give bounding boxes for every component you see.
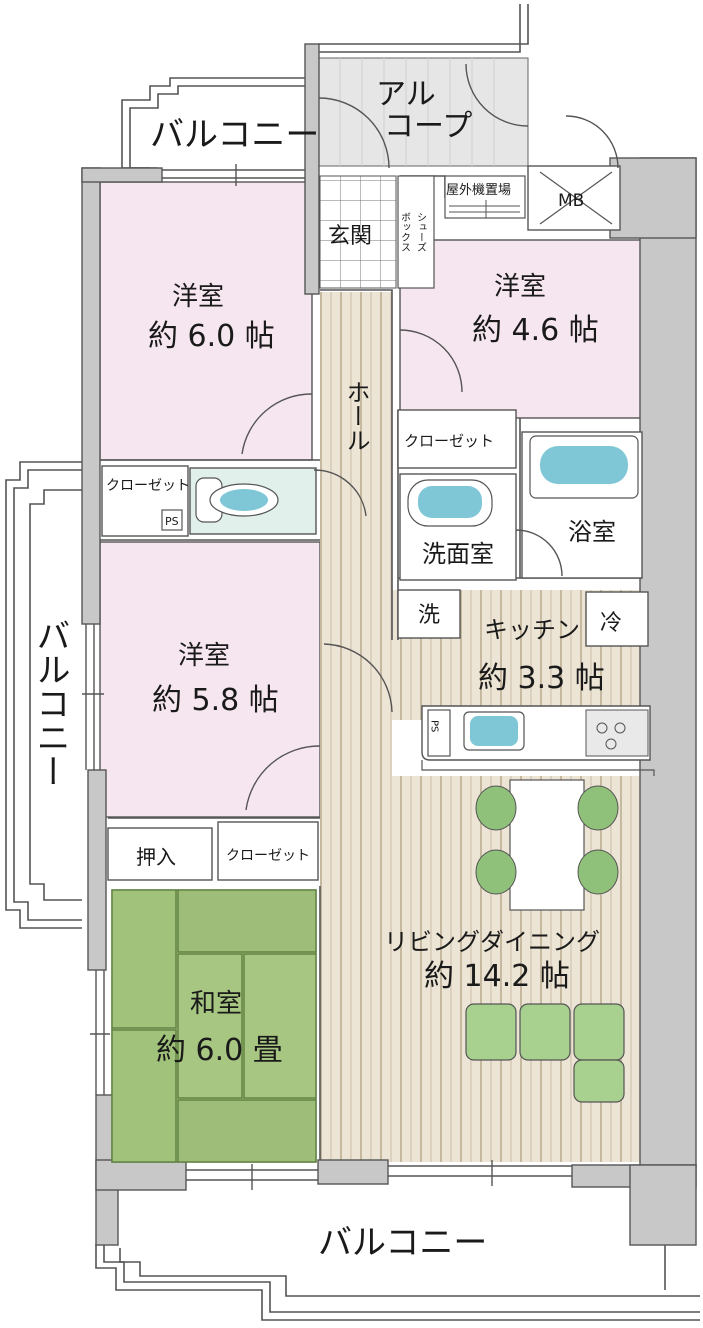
oshiire-box bbox=[107, 827, 213, 881]
sofa bbox=[465, 1003, 625, 1103]
toilet bbox=[189, 467, 317, 535]
hall-floor bbox=[320, 292, 392, 1162]
shoe-box-label-2: シューズ bbox=[415, 212, 427, 252]
bath-label: 浴室 bbox=[568, 518, 616, 546]
balcony-left-outline bbox=[5, 461, 82, 929]
closet-room3-label: クローゼット bbox=[226, 848, 310, 864]
genkan-label: 玄関 bbox=[328, 224, 372, 249]
window-lines bbox=[82, 164, 572, 1190]
closet-room3 bbox=[217, 821, 319, 881]
genkan-floor bbox=[319, 175, 397, 289]
ps-room1 bbox=[161, 509, 183, 531]
balcony-left-label: バルコニー bbox=[30, 618, 70, 788]
closet-room2-label: クローゼット bbox=[404, 432, 494, 450]
room3-name: 洋室 bbox=[178, 641, 230, 671]
alcove-floor bbox=[317, 57, 529, 167]
alcove-label-2: コープ bbox=[384, 109, 472, 144]
room1-size: 約 6.0 帖 bbox=[148, 319, 275, 354]
room2-size: 約 4.6 帖 bbox=[472, 313, 599, 348]
hall-label: ホール bbox=[342, 380, 370, 452]
dining-set bbox=[475, 779, 619, 911]
kitchen-name: キッチン bbox=[484, 616, 580, 644]
washer-label: 洗 bbox=[418, 603, 440, 628]
mb-label: MB bbox=[558, 191, 584, 211]
balcony-bottom-outline bbox=[95, 1244, 700, 1321]
living-size: 約 14.2 帖 bbox=[424, 959, 570, 994]
washroom bbox=[397, 473, 517, 639]
mb-box bbox=[527, 165, 621, 231]
ps-room1-label: PS bbox=[165, 515, 179, 528]
room3-floor bbox=[99, 541, 321, 818]
balcony-bottom-label: バルコニー bbox=[318, 1223, 487, 1263]
outdoor-unit-label: 屋外機置場 bbox=[446, 183, 511, 198]
outdoor-unit-area bbox=[444, 175, 526, 219]
japanese-room-name: 和室 bbox=[190, 989, 242, 1019]
bathroom bbox=[521, 431, 643, 579]
kitchen-counter bbox=[421, 591, 655, 776]
alcove-stripes bbox=[339, 58, 495, 166]
door-arcs bbox=[241, 63, 619, 811]
walls bbox=[81, 43, 697, 1246]
washroom-label: 洗面室 bbox=[422, 540, 494, 568]
shoe-box bbox=[397, 175, 435, 289]
japanese-room-size: 約 6.0 畳 bbox=[156, 1033, 283, 1068]
balcony-top-label: バルコニー bbox=[150, 115, 319, 155]
shoe-box-label-1: ボックス bbox=[399, 212, 411, 252]
living-name: リビングダイニング bbox=[384, 928, 600, 956]
balcony-top-outline bbox=[121, 4, 529, 169]
fridge-label: 冷 bbox=[600, 611, 622, 636]
tatami-mats bbox=[111, 889, 317, 1163]
room2-name: 洋室 bbox=[494, 272, 546, 302]
ps-kitchen-label: PS bbox=[429, 720, 440, 732]
closet-room2 bbox=[397, 409, 517, 469]
kitchen-size: 約 3.3 帖 bbox=[478, 661, 605, 696]
alcove-label-1: アル bbox=[376, 77, 436, 112]
room2-floor bbox=[399, 239, 651, 419]
oshiire-label: 押入 bbox=[136, 845, 176, 869]
room1-name: 洋室 bbox=[172, 282, 224, 312]
room1-floor bbox=[99, 181, 313, 461]
room3-size: 約 5.8 帖 bbox=[152, 683, 279, 718]
closet-room1-label: クローゼット bbox=[106, 478, 190, 494]
